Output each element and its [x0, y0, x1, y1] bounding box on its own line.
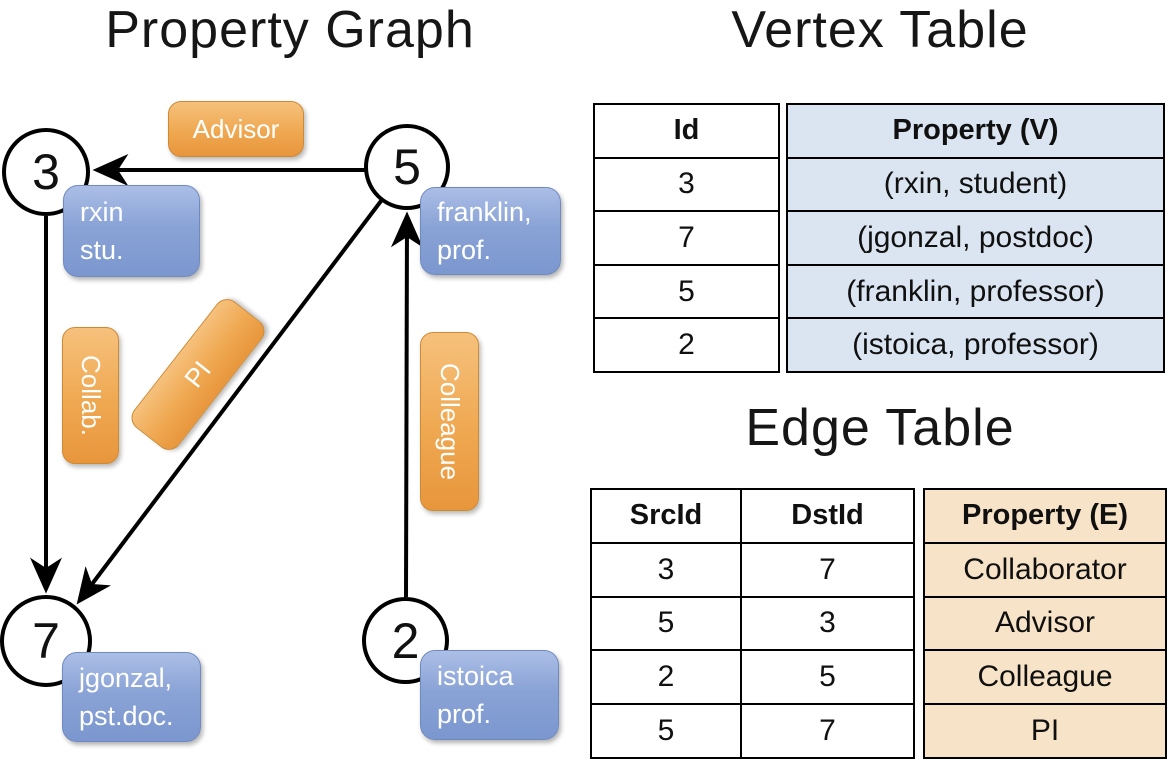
vertex-property-pill-5: franklin, prof. [420, 187, 561, 275]
table-cell: 5 [592, 597, 740, 650]
table-cell: 3 [595, 158, 778, 211]
table-cell: 5 [592, 705, 740, 757]
table-cell: 3 [742, 597, 913, 650]
table-cell: 2 [595, 319, 778, 371]
vertex-property-pill-3: rxin stu. [63, 185, 200, 277]
table-cell: PI [925, 705, 1165, 757]
edge-label-advisor: Advisor [168, 101, 304, 157]
table-cell: 2 [592, 651, 740, 704]
vertex-property-line: stu. [80, 235, 124, 265]
table-cell: (franklin, professor) [788, 265, 1163, 318]
edge-table-id-columns: SrcId DstId 3 7 5 3 2 5 5 7 [590, 488, 915, 759]
vertex-table-title: Vertex Table [731, 1, 1029, 59]
vertex-property-line: rxin [80, 196, 124, 227]
edge-label-pi: PI [126, 293, 270, 456]
node-id-label: 2 [391, 612, 420, 669]
vertex-property-line: prof. [437, 235, 492, 265]
table-cell: Collaborator [925, 543, 1165, 596]
edge-table-title: Edge Table [745, 399, 1015, 457]
edge-label-text: Colleague [435, 362, 465, 481]
node-id-label: 3 [32, 144, 60, 200]
table-cell: (jgonzal, postdoc) [788, 212, 1163, 264]
edge-table-src-header: SrcId [592, 490, 740, 542]
vertex-property-line: pst.doc. [79, 701, 174, 731]
table-cell: (rxin, student) [788, 158, 1163, 211]
vertex-property-pill-2: istoica prof. [420, 650, 559, 740]
table-cell: Colleague [925, 651, 1165, 704]
vertex-table-property-column: Property (V) (rxin, student) (jgonzal, p… [786, 103, 1165, 373]
edge-table-property-column: Property (E) Collaborator Advisor Collea… [923, 488, 1167, 759]
table-cell: 7 [742, 705, 913, 757]
table-cell: Advisor [925, 597, 1165, 650]
edge-label-text: Advisor [192, 113, 280, 144]
vertex-table-property-header: Property (V) [788, 105, 1163, 157]
table-cell: 5 [742, 651, 913, 704]
table-cell: 7 [742, 543, 913, 596]
edge-label-text: PI [178, 355, 217, 394]
table-cell: 5 [595, 265, 778, 318]
edge-table-dst-header: DstId [742, 490, 913, 542]
vertex-property-line: franklin, [437, 196, 532, 227]
vertex-table-id-column: Id 3 7 5 2 [593, 103, 780, 373]
edge-label-text: Collab. [76, 355, 106, 436]
node-id-label: 7 [32, 613, 60, 669]
node-id-label: 5 [393, 139, 421, 195]
vertex-table-id-header: Id [595, 105, 778, 157]
edge-label-collab: Collab. [62, 327, 119, 464]
table-cell: 7 [595, 212, 778, 264]
edge-table-property-header: Property (E) [925, 490, 1165, 542]
graph-node-3: 3 [2, 128, 90, 216]
edge-arrow-2-to-5 [390, 211, 423, 598]
vertex-property-line: istoica [437, 660, 514, 691]
table-cell: 3 [592, 543, 740, 596]
table-cell: (istoica, professor) [788, 319, 1163, 371]
vertex-property-line: jgonzal, [79, 662, 173, 693]
edge-label-colleague: Colleague [420, 332, 479, 511]
graph-node-5: 5 [364, 124, 450, 210]
vertex-property-pill-7: jgonzal, pst.doc. [62, 652, 201, 742]
vertex-property-line: prof. [437, 699, 492, 729]
property-graph-title: Property Graph [105, 1, 475, 59]
